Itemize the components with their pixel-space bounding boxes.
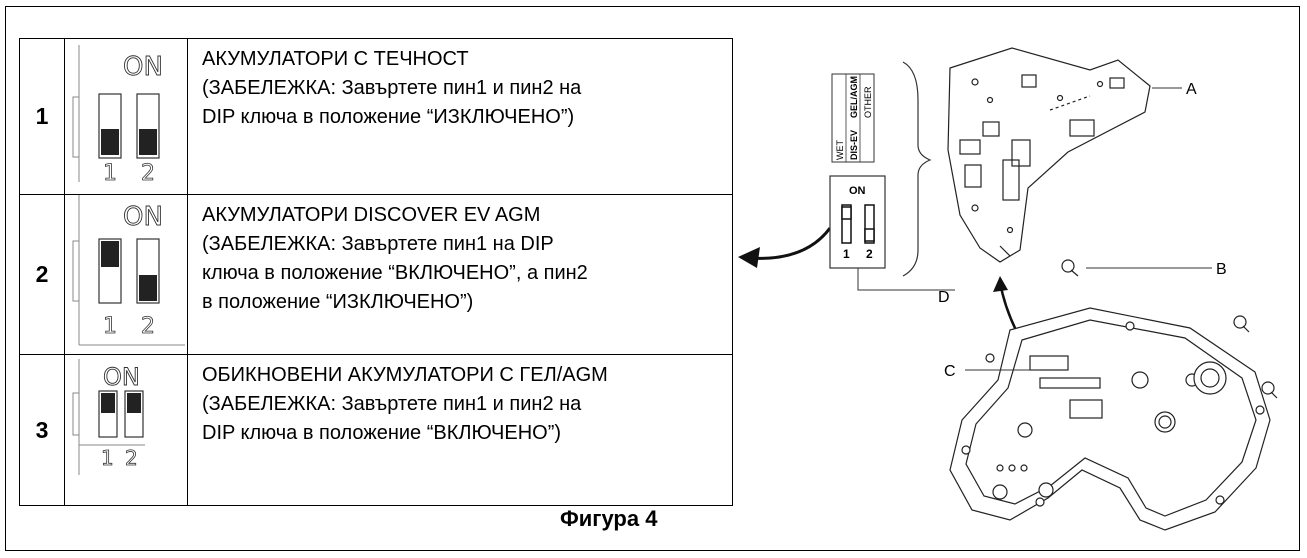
control-panel-board-c — [949, 307, 1271, 531]
svg-text:1: 1 — [843, 247, 850, 261]
arrow-head-icon — [738, 247, 760, 268]
dip-switch-1: ON 1 2 — [64, 38, 188, 195]
screw-b — [1061, 259, 1079, 277]
svg-text:DIS-EV: DIS-EV — [849, 130, 859, 160]
row-number: 1 — [19, 38, 65, 195]
left-arrow-icon — [747, 227, 832, 260]
svg-text:WET: WET — [835, 140, 845, 160]
note-line: (ЗАБЕЛЕЖКА: Завъртете пин1 и пин2 на — [202, 77, 582, 99]
pin-label: 2 — [125, 446, 138, 470]
battery-type-label: WET DIS-EV GEL/AGM OTHER — [831, 73, 875, 163]
figure-caption: Фигура 4 — [560, 506, 658, 531]
dip-switch-2: ON 1 2 — [64, 194, 188, 355]
note-line: (ЗАБЕЛЕЖКА: Завъртете пин1 и пин2 на — [202, 393, 582, 415]
on-label: ON — [103, 363, 140, 391]
heading: АКУМУЛАТОРИ С ТЕЧНОСТ — [202, 48, 469, 70]
figure-frame — [5, 6, 1300, 551]
note-line: DIP ключа в положение “ВКЛЮЧЕНО”) — [202, 422, 562, 444]
note-line: в положение “ИЗКЛЮЧЕНО”) — [202, 291, 474, 313]
dip-switch-on-on: ON 1 2 — [72, 359, 145, 475]
dip-switch-on-off: ON 1 2 — [72, 195, 185, 346]
svg-text:OTHER: OTHER — [863, 86, 873, 118]
row-description: АКУМУЛАТОРИ DISCOVER EV AGM (ЗАБЕЛЕЖКА: … — [187, 194, 733, 355]
pin-label: 2 — [141, 161, 155, 186]
row-description: ОБИКНОВЕНИ АКУМУЛАТОРИ С ГЕЛ/AGM (ЗАБЕЛЕ… — [187, 354, 733, 506]
circuit-board-a — [947, 47, 1151, 263]
dip-switch-off-off: ON 1 2 — [72, 45, 163, 186]
table-row: 2 ON 1 2 АКУМУЛАТОРИ DISCOVER EV AGM (ЗА… — [19, 194, 733, 355]
row-description: АКУМУЛАТОРИ С ТЕЧНОСТ (ЗАБЕЛЕЖКА: Завърт… — [187, 38, 733, 195]
svg-text:ON: ON — [849, 185, 866, 197]
row-number: 2 — [19, 194, 65, 355]
heading: АКУМУЛАТОРИ DISCOVER EV AGM — [202, 204, 541, 226]
table-row: 3 ON 1 2 ОБИКНОВЕНИ АКУМУЛАТОРИ С ГЕЛ/AG… — [19, 354, 733, 506]
note-line: DIP ключа в положение “ИЗКЛЮЧЕНО”) — [202, 106, 575, 128]
callout-d: D — [938, 289, 950, 306]
note-line: ключа в положение “ВКЛЮЧЕНО”, а пин2 — [202, 262, 588, 284]
callout-b: B — [1216, 261, 1227, 278]
brace — [902, 61, 932, 277]
note-line: (ЗАБЕЛЕЖКА: Завъртете пин1 на DIP — [202, 233, 554, 255]
dip-switch-3: ON 1 2 — [64, 354, 188, 506]
pin-label: 1 — [103, 161, 117, 186]
on-label: ON — [123, 52, 163, 82]
table-row: 1 ON 1 2 АКУМУЛАТОРИ С ТЕЧНОСТ (ЗАБЕЛЕЖК… — [19, 38, 733, 195]
heading: ОБИКНОВЕНИ АКУМУЛАТОРИ С ГЕЛ/AGM — [202, 364, 608, 386]
svg-text:GEL/AGM: GEL/AGM — [849, 76, 859, 118]
row-number: 3 — [19, 354, 65, 506]
svg-text:2: 2 — [866, 247, 873, 261]
on-label: ON — [123, 202, 163, 232]
callout-a: A — [1186, 81, 1197, 98]
screw — [1233, 315, 1278, 399]
pin-label: 2 — [141, 314, 155, 339]
dip-switch-detail: ON 1 2 — [829, 175, 886, 269]
arrow-head-icon — [993, 276, 1008, 292]
pin-label: 1 — [103, 314, 117, 339]
controller-assembly-diagram: WET DIS-EV GEL/AGM OTHER ON 1 2 D A — [738, 47, 1278, 531]
callout-c: C — [944, 363, 956, 380]
dip-switch-table: 1 ON 1 2 АКУМУЛАТОРИ С ТЕЧНОСТ (ЗАБЕЛЕЖК… — [19, 38, 733, 506]
pin-label: 1 — [101, 446, 114, 470]
